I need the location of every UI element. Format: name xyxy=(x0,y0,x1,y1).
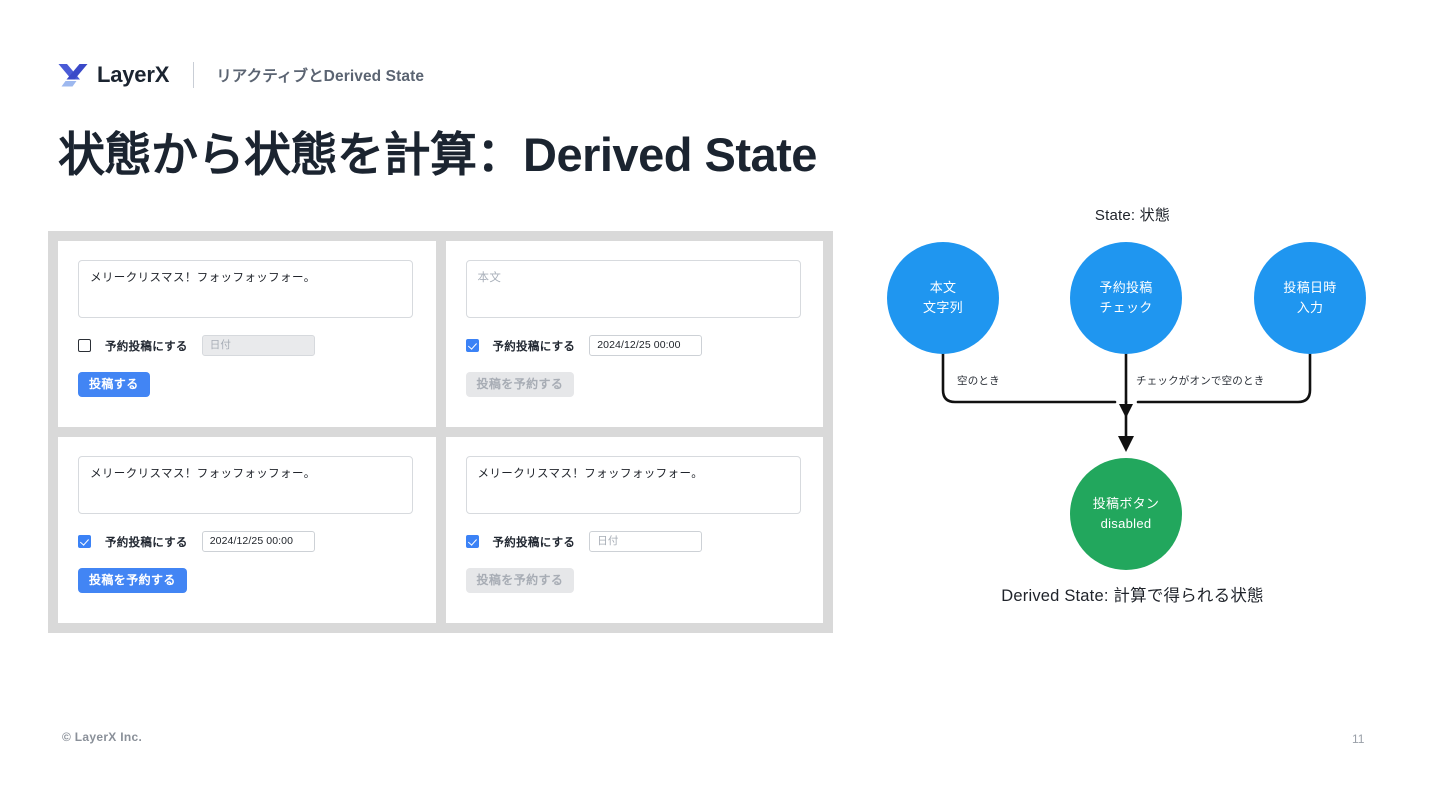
schedule-row: 予約投稿にする 2024/12/25 00:00 xyxy=(78,531,416,552)
submit-button[interactable]: 投稿を予約する xyxy=(465,568,575,593)
state-node-post-datetime: 投稿日時 入力 xyxy=(1254,242,1366,354)
diagram-top-caption: State: 状態 xyxy=(1094,207,1171,224)
post-body-textarea[interactable]: 本文 xyxy=(465,260,801,318)
derived-state-diagram: State: 状態 本文 文字列 予約投稿 チェック 投稿日時 入力 空のとき … xyxy=(860,190,1405,620)
brand-name: LayerX xyxy=(97,62,170,87)
schedule-row: 予約投稿にする 日付 xyxy=(465,531,804,552)
schedule-date-input[interactable]: 日付 xyxy=(201,335,315,356)
schedule-checkbox-label: 予約投稿にする xyxy=(492,536,576,549)
demo-card: メリークリスマス！フォッフォッフォー。 予約投稿にする 日付 投稿する xyxy=(58,241,436,427)
submit-button[interactable]: 投稿する xyxy=(78,372,150,397)
header-divider xyxy=(193,62,195,88)
node-label-line1: 本文 xyxy=(929,279,957,295)
derived-state-node-submit-disabled: 投稿ボタン disabled xyxy=(1070,458,1182,570)
schedule-date-input[interactable]: 2024/12/25 00:00 xyxy=(589,335,703,356)
schedule-checkbox[interactable] xyxy=(78,339,91,352)
state-node-body-text: 本文 文字列 xyxy=(887,242,999,354)
submit-button[interactable]: 投稿を予約する xyxy=(465,372,575,397)
page-number: 11 xyxy=(1352,732,1365,746)
schedule-checkbox-label: 予約投稿にする xyxy=(492,340,576,353)
schedule-date-input[interactable]: 日付 xyxy=(589,531,703,552)
schedule-checkbox-label: 予約投稿にする xyxy=(105,536,188,549)
demo-card: メリークリスマス！フォッフォッフォー。 予約投稿にする 日付 投稿を予約する xyxy=(445,437,823,623)
post-body-textarea[interactable]: メリークリスマス！フォッフォッフォー。 xyxy=(465,456,801,514)
demo-screenshot-grid: メリークリスマス！フォッフォッフォー。 予約投稿にする 日付 投稿する 本文 予… xyxy=(48,231,833,633)
node-label-line1: 投稿日時 xyxy=(1283,279,1337,295)
edge-label-checked-empty: チェックがオンで空のとき xyxy=(1136,375,1265,387)
edge-label-empty: 空のとき xyxy=(957,375,1000,387)
node-label-line2: disabled xyxy=(1100,516,1152,531)
footer-copyright: © LayerX Inc. xyxy=(62,730,143,744)
node-label-line1: 予約投稿 xyxy=(1099,279,1153,295)
demo-card: メリークリスマス！フォッフォッフォー。 予約投稿にする 2024/12/25 0… xyxy=(58,437,436,623)
diagram-connectors xyxy=(941,350,1312,452)
diagram-bottom-caption: Derived State: 計算で得られる状態 xyxy=(1001,587,1264,605)
demo-card: 本文 予約投稿にする 2024/12/25 00:00 投稿を予約する xyxy=(445,241,823,427)
schedule-row: 予約投稿にする 2024/12/25 00:00 xyxy=(465,335,804,356)
state-node-schedule-check: 予約投稿 チェック xyxy=(1070,242,1182,354)
page-title: 状態から状態を計算：Derived State xyxy=(58,128,817,181)
schedule-checkbox-label: 予約投稿にする xyxy=(105,340,188,353)
schedule-checkbox[interactable] xyxy=(465,339,479,352)
node-label-line2: 入力 xyxy=(1296,300,1324,315)
layerx-logo-icon xyxy=(58,62,88,88)
schedule-checkbox[interactable] xyxy=(78,535,91,548)
schedule-checkbox[interactable] xyxy=(465,535,479,548)
slide-header: LayerX リアクティブとDerived State xyxy=(58,58,424,92)
post-body-textarea[interactable]: メリークリスマス！フォッフォッフォー。 xyxy=(78,456,413,514)
header-subtitle: リアクティブとDerived State xyxy=(216,68,425,85)
node-label-line1: 投稿ボタン xyxy=(1092,495,1160,511)
node-label-line2: チェック xyxy=(1099,300,1153,315)
post-body-textarea[interactable]: メリークリスマス！フォッフォッフォー。 xyxy=(78,260,413,318)
schedule-date-input[interactable]: 2024/12/25 00:00 xyxy=(201,531,315,552)
node-label-line2: 文字列 xyxy=(923,300,963,315)
submit-button[interactable]: 投稿を予約する xyxy=(78,568,187,593)
schedule-row: 予約投稿にする 日付 xyxy=(78,335,416,356)
brand-lockup: LayerX xyxy=(58,62,169,88)
